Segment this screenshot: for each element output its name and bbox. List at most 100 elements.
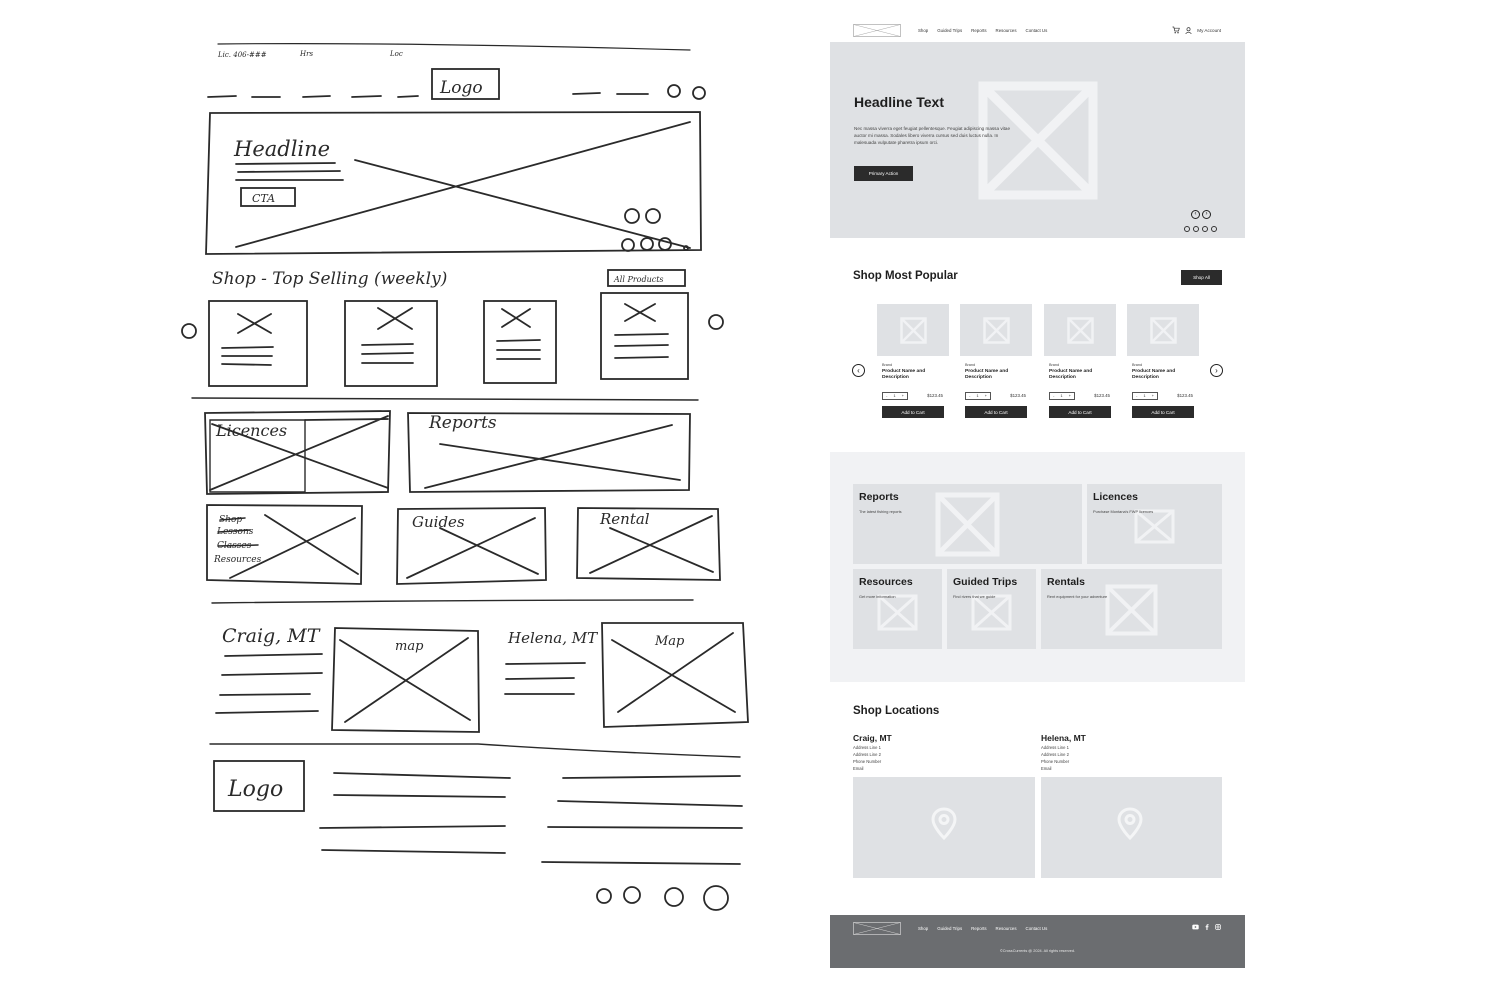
footer-link-contact[interactable]: Contact Us	[1025, 926, 1048, 931]
add-to-cart-button[interactable]: Add to Cart	[882, 406, 944, 418]
qty-plus[interactable]: +	[1068, 394, 1071, 398]
map-helena[interactable]	[1041, 777, 1222, 878]
map-pin-icon	[931, 807, 957, 841]
category-tile-rentals[interactable]: Rentals Rent equipment for your adventur…	[1041, 569, 1222, 649]
footer-social	[1192, 924, 1221, 930]
product-name[interactable]: Product Name and Description	[965, 369, 1009, 380]
quantity-stepper[interactable]: -1+	[882, 392, 908, 400]
qty-minus[interactable]: -	[886, 394, 888, 398]
product-name[interactable]: Product Name and Description	[1049, 369, 1093, 380]
category-tile-reports[interactable]: Reports The latest fishing reports	[853, 484, 1082, 564]
product-image	[1127, 304, 1199, 356]
quantity-stepper[interactable]: - 1 +	[1132, 392, 1158, 400]
product-price: $123.45	[1010, 393, 1026, 398]
location-phone[interactable]: Phone Number	[1041, 759, 1070, 764]
qty-plus[interactable]: +	[901, 394, 904, 398]
product-price: $123.45	[1177, 393, 1193, 398]
hand-drawn-sketch: Lic. 406-### Hrs Loc Logo Headline CTA S…	[181, 43, 749, 911]
cart-icon[interactable]	[1172, 26, 1181, 34]
logo-placeholder[interactable]	[853, 24, 901, 37]
sketch-footer-logo: Logo	[227, 777, 283, 802]
sketch-note-loc: Loc	[389, 50, 403, 58]
category-description: Purchase Montana's FWP licences	[1093, 509, 1154, 514]
product-card[interactable]: Brand Product Name and Description - 1 + $…	[960, 304, 1032, 422]
category-tile-licences[interactable]: Licences Purchase Montana's FWP licences	[1087, 484, 1222, 564]
quantity-stepper[interactable]: - 1 +	[965, 392, 991, 400]
category-description: Get more information	[859, 594, 896, 599]
qty-value: 1	[1143, 394, 1146, 398]
popular-section-title: Shop Most Popular	[853, 270, 958, 282]
product-name[interactable]: Product Name and Description	[882, 369, 926, 380]
nav-icons: My Account	[1172, 26, 1221, 34]
user-icon[interactable]	[1185, 26, 1192, 34]
category-tile-guided-trips[interactable]: Guided Trips Find rivers that we guide	[947, 569, 1036, 649]
location-phone[interactable]: Phone Number	[853, 759, 882, 764]
qty-plus[interactable]: +	[984, 394, 987, 398]
nav-link-reports[interactable]: Reports	[971, 28, 987, 33]
my-account-link[interactable]: My Account	[1197, 27, 1221, 33]
qty-minus[interactable]: -	[969, 394, 971, 398]
hero-dot[interactable]	[1184, 226, 1190, 232]
image-placeholder-icon	[983, 317, 1010, 344]
footer-logo-placeholder[interactable]	[853, 922, 901, 935]
hero-prev-button[interactable]: ‹	[1191, 210, 1200, 219]
hero-dot[interactable]	[1202, 226, 1208, 232]
hero-next-button[interactable]: ›	[1202, 210, 1211, 219]
hero-pagination-dots	[1184, 226, 1217, 232]
footer-link-shop[interactable]: Shop	[918, 926, 929, 931]
map-craig[interactable]	[853, 777, 1035, 878]
product-image	[877, 304, 949, 356]
hero-dot[interactable]	[1193, 226, 1199, 232]
quantity-stepper[interactable]: - 1 +	[1049, 392, 1075, 400]
location-address-2: Address Line 2	[853, 752, 881, 757]
shop-all-button[interactable]: Shop All	[1181, 270, 1222, 285]
category-title: Resources	[859, 576, 913, 588]
product-brand: Brand	[965, 363, 976, 367]
instagram-icon[interactable]	[1215, 924, 1221, 930]
sketch-map-1: map	[395, 639, 424, 654]
category-tile-resources[interactable]: Resources Get more information	[853, 569, 942, 649]
qty-minus[interactable]: -	[1053, 394, 1055, 398]
sketch-note-license: Lic. 406-###	[217, 51, 267, 59]
nav-link-shop[interactable]: Shop	[918, 28, 929, 33]
product-image	[960, 304, 1032, 356]
sketch-resources: Resources	[213, 555, 262, 565]
sketch-headline: Headline	[233, 137, 330, 161]
category-description: Find rivers that we guide	[953, 594, 996, 599]
nav-links: Shop Guided Trips Reports Resources Cont…	[918, 28, 1047, 33]
facebook-icon[interactable]	[1205, 924, 1209, 930]
qty-value: 1	[1060, 394, 1063, 398]
nav-link-resources[interactable]: Resources	[995, 28, 1017, 33]
location-address-2: Address Line 2	[1041, 752, 1069, 757]
qty-plus[interactable]: +	[1151, 394, 1154, 398]
popular-next-button[interactable]: ›	[1210, 364, 1223, 377]
locations-section-title: Shop Locations	[853, 705, 940, 717]
product-name[interactable]: Product Name and Description	[1132, 369, 1176, 380]
youtube-icon[interactable]	[1192, 924, 1199, 930]
location-email[interactable]: Email	[853, 766, 864, 771]
primary-action-button[interactable]: Primary Action	[854, 166, 913, 181]
qty-minus[interactable]: -	[1136, 394, 1138, 398]
product-brand: Brand	[882, 363, 893, 367]
footer-link-guided-trips[interactable]: Guided Trips	[937, 926, 963, 931]
add-to-cart-button[interactable]: Add to Cart	[1132, 406, 1194, 418]
nav-link-contact[interactable]: Contact Us	[1025, 28, 1048, 33]
product-card[interactable]: Brand Product Name and Description -1+ $…	[1127, 304, 1199, 422]
hero-title: Headline Text	[854, 94, 944, 110]
product-card[interactable]: Brand Product Name and Description -1+ $…	[1044, 304, 1116, 422]
location-city: Craig, MT	[853, 733, 892, 743]
footer-link-reports[interactable]: Reports	[971, 926, 987, 931]
product-card[interactable]: Brand Product Name and Description -1+ $…	[877, 304, 949, 422]
add-to-cart-button[interactable]: Add to Cart	[965, 406, 1027, 418]
wireframe-page: Shop Guided Trips Reports Resources Cont…	[830, 18, 1245, 968]
top-nav: Shop Guided Trips Reports Resources Cont…	[830, 18, 1245, 42]
sketch-rental: Rental	[599, 510, 650, 528]
popular-prev-button[interactable]: ‹	[852, 364, 865, 377]
location-email[interactable]: Email	[1041, 766, 1052, 771]
nav-link-guided-trips[interactable]: Guided Trips	[937, 28, 963, 33]
qty-value: 1	[976, 394, 979, 398]
footer-link-resources[interactable]: Resources	[995, 926, 1017, 931]
add-to-cart-button[interactable]: Add to Cart	[1049, 406, 1111, 418]
hero-dot[interactable]	[1211, 226, 1217, 232]
location-city: Helena, MT	[1041, 733, 1086, 743]
